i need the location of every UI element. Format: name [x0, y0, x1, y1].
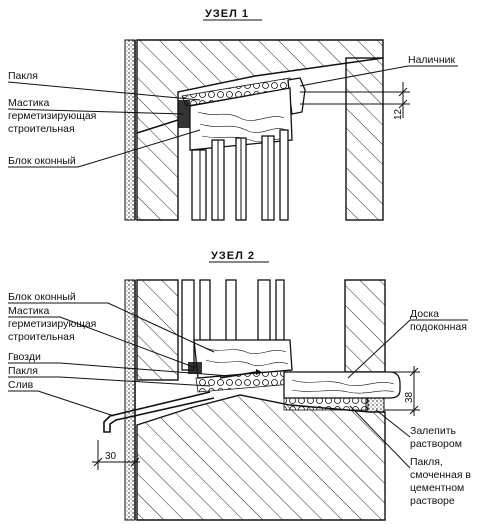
label-blok-2: Блок оконный [8, 291, 76, 303]
label-doska-line2: подоконная [410, 321, 467, 333]
leader-mastika-2 [59, 316, 197, 369]
leader-zalepit [375, 409, 411, 438]
label-mastika-1-line1: Мастика [8, 97, 49, 109]
label-nalichnik: Наличник [408, 54, 456, 66]
sill-board [283, 371, 401, 399]
dimension-38: 38 [404, 391, 415, 403]
sash-profile-a [191, 149, 207, 221]
left-wall-2 [136, 279, 179, 381]
oakum-under-sill [283, 397, 369, 411]
frame-vert-d [257, 279, 271, 341]
label-mastika-1-line3: строительная [8, 123, 75, 135]
label-gvozdi: Гвозди [8, 351, 41, 363]
sash-profile-e [279, 129, 289, 221]
leader-paklya-1 [7, 81, 201, 101]
label-sliv: Слив [8, 379, 34, 391]
leader-blok-1 [77, 129, 201, 168]
label-blok-1: Блок оконный [8, 155, 76, 167]
leader-doska [347, 319, 411, 379]
dimension-12: 12 [393, 108, 404, 120]
label-paklya-wet-line4: растворе [410, 495, 455, 507]
label-zalepit-line2: раствором [410, 438, 462, 450]
label-zalepit-line1: Залепить [410, 425, 457, 437]
node-1: УЗЕЛ 1 [7, 8, 458, 221]
drip-flashing [103, 391, 215, 433]
leader-sliv [37, 390, 115, 417]
right-wall-2 [344, 279, 386, 373]
leader-blok-2 [107, 302, 215, 353]
mortar-patch [365, 397, 385, 413]
window-frame-top [189, 87, 293, 151]
leader-mastika-1 [7, 108, 185, 115]
lower-wall [136, 394, 386, 521]
node-2: УЗЕЛ 2 [8, 250, 471, 521]
label-doska-line1: Доска [410, 308, 439, 320]
label-paklya-2: Пакля [8, 365, 38, 377]
frame-vert-c [225, 279, 237, 346]
node-2-title: УЗЕЛ 2 [211, 250, 255, 262]
plaster-strip-2 [124, 279, 136, 521]
left-jamb-wall [136, 119, 179, 221]
frame-vert-b [199, 279, 211, 341]
frame-vert-e [275, 279, 285, 341]
leader-paklya-wet [349, 405, 411, 469]
leader-paklya-2 [59, 376, 211, 387]
leader-nalichnik [299, 65, 409, 87]
label-mastika-1-line2: герметизирующая [8, 110, 96, 122]
label-paklya-wet-line3: цементном [410, 482, 464, 494]
label-paklya-wet-line2: смоченная в [410, 469, 471, 481]
dimension-30: 30 [105, 451, 117, 462]
label-mastika-2-line3: строительная [8, 331, 75, 343]
label-paklya-1: Пакля [8, 70, 38, 82]
label-paklya-wet-line1: Пакля, [410, 456, 443, 468]
node-1-title: УЗЕЛ 1 [205, 8, 249, 20]
frame-vert-a [181, 279, 195, 371]
plaster-strip-1 [124, 39, 136, 221]
right-wall-1 [345, 57, 384, 221]
leader-gvozdi [59, 362, 231, 377]
label-mastika-2-line1: Мастика [8, 305, 49, 317]
label-mastika-2-line2: герметизирующая [8, 318, 96, 330]
